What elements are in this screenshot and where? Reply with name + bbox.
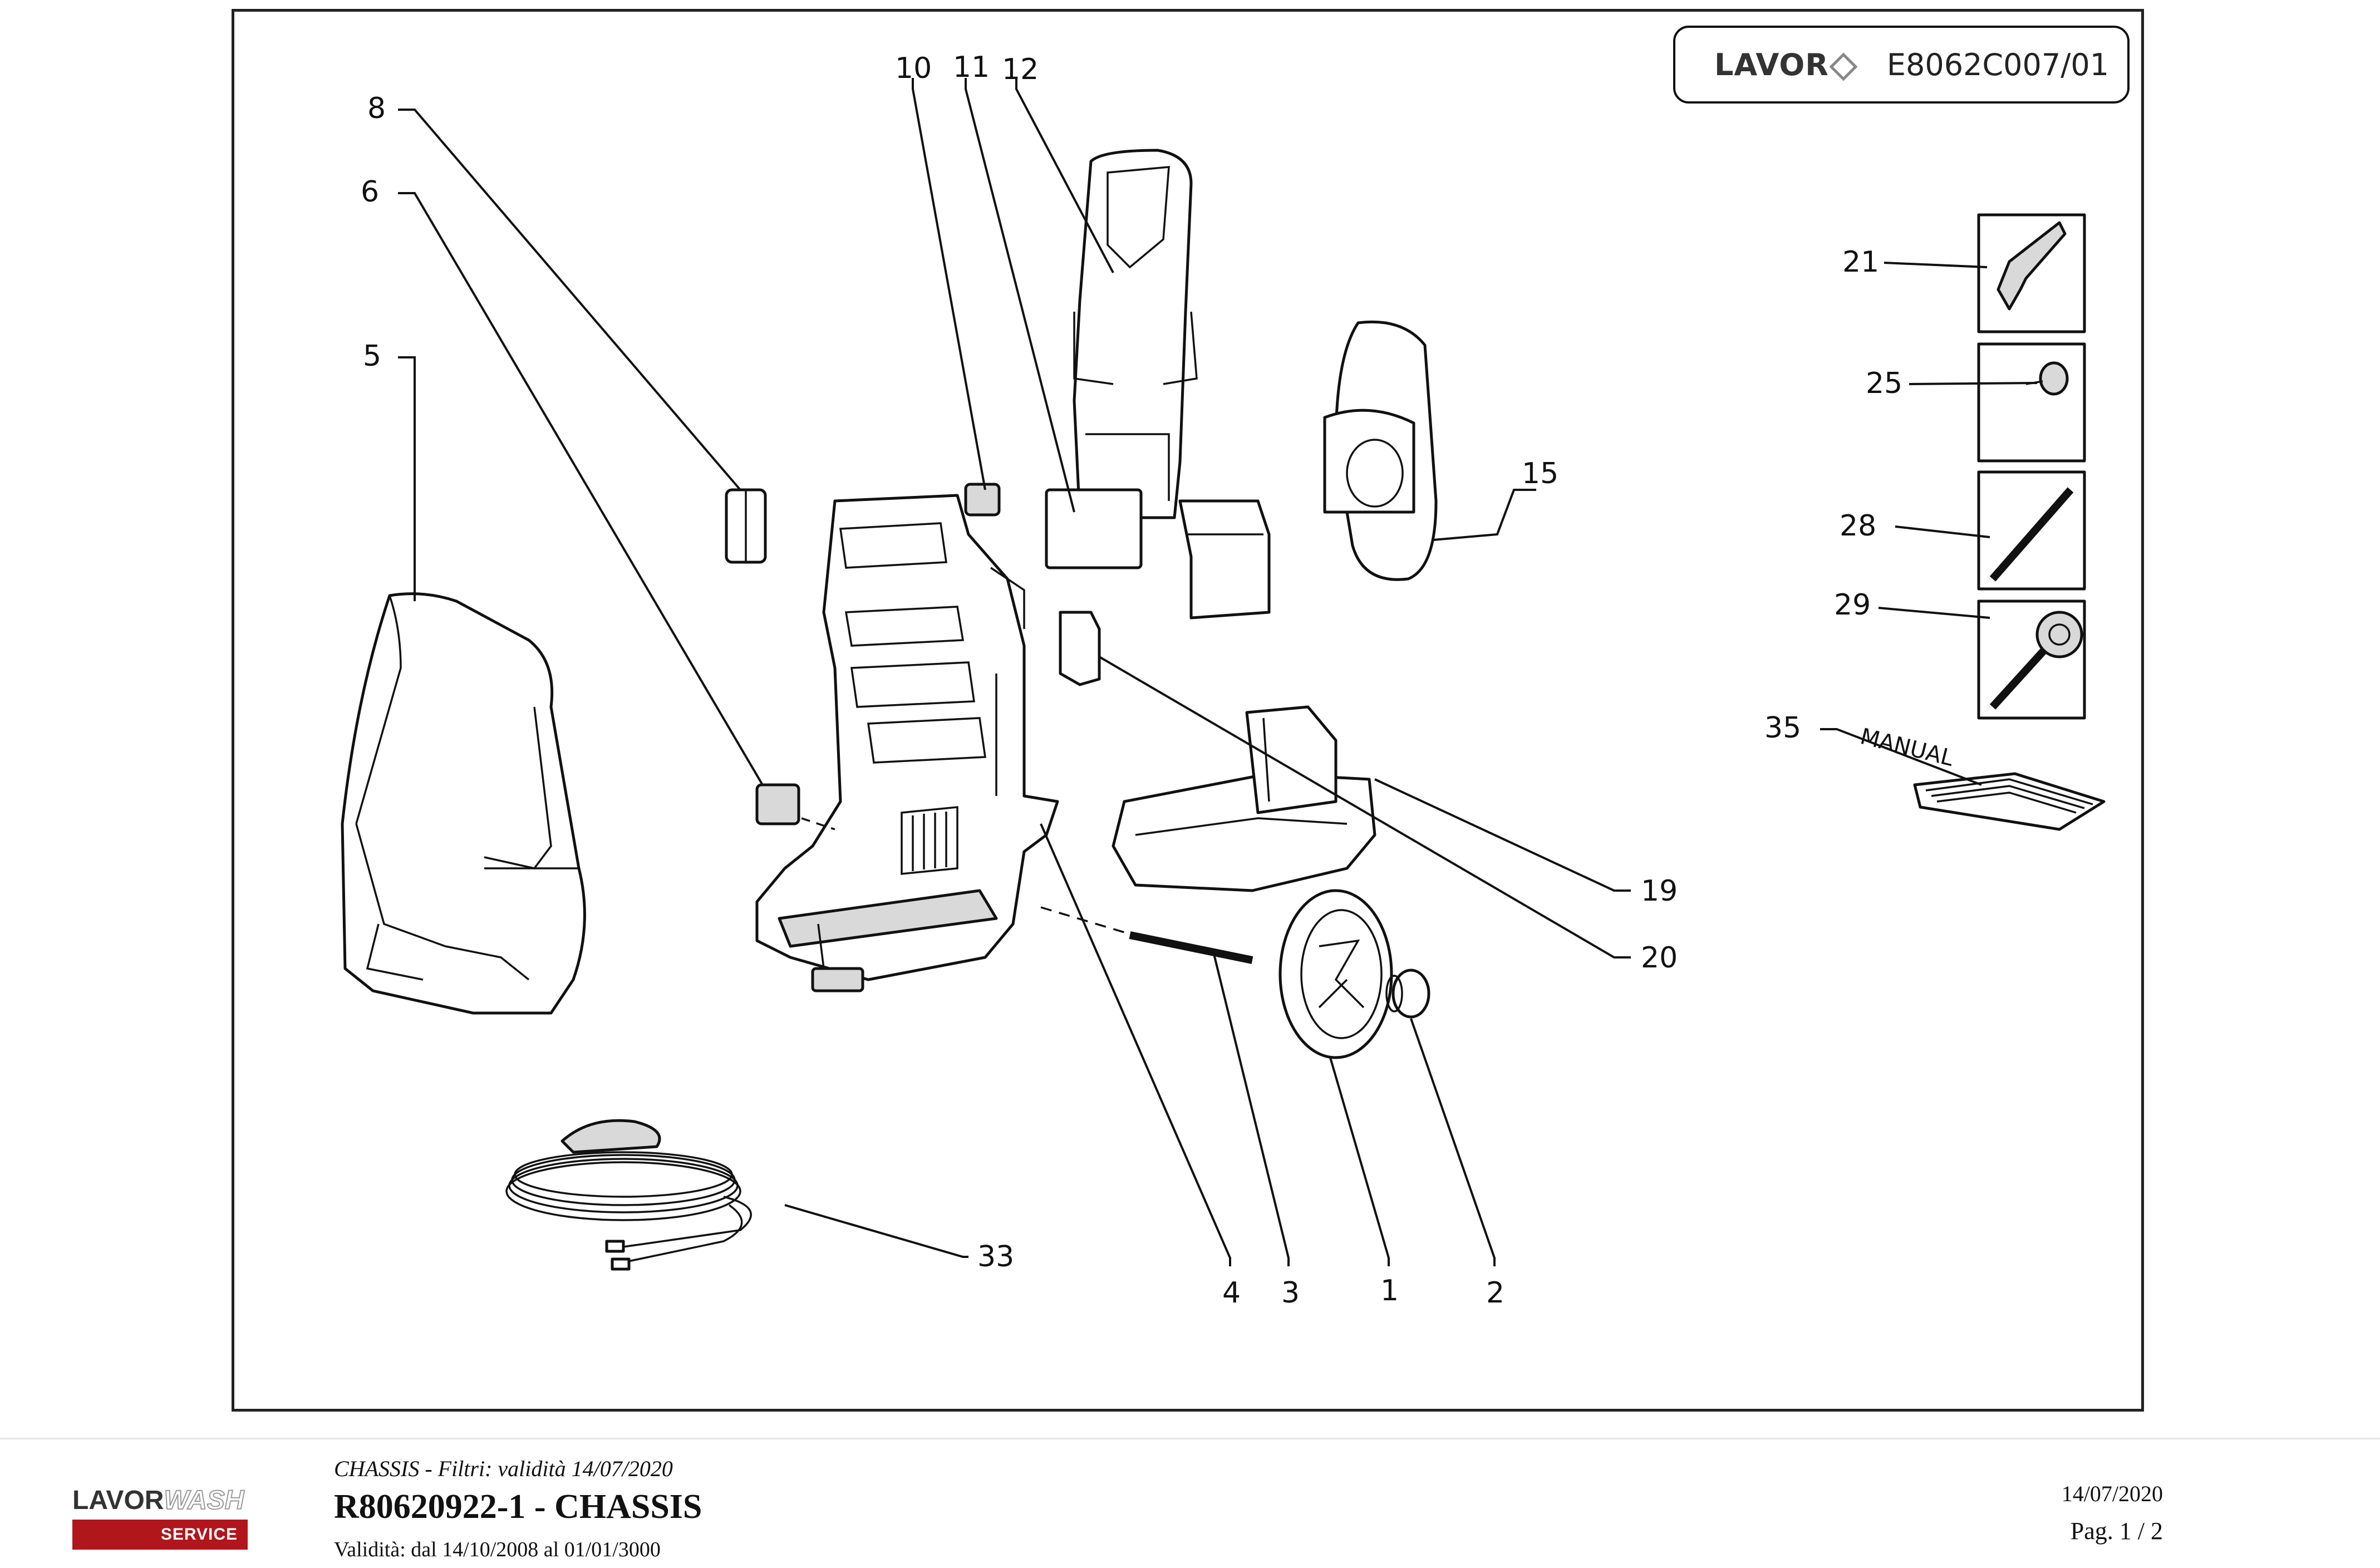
part-6-clip bbox=[755, 783, 800, 825]
footer-date: 14/07/2020 bbox=[2061, 1481, 2163, 1506]
part-12-handle bbox=[1045, 149, 1198, 569]
leader-lines bbox=[398, 78, 2038, 1266]
drawing-code: E8062C007/01 bbox=[1886, 47, 2109, 82]
part-3-axle bbox=[1129, 931, 1253, 964]
document-title: R80620922-1 - CHASSIS bbox=[334, 1488, 702, 1526]
part-10-connector bbox=[964, 483, 1001, 517]
callout-19: 19 bbox=[1641, 874, 1678, 908]
callout-20: 20 bbox=[1641, 941, 1678, 975]
callout-3: 3 bbox=[1281, 1276, 1300, 1310]
callout-25: 25 bbox=[1866, 367, 1902, 400]
callout-4: 4 bbox=[1222, 1276, 1241, 1310]
brand-logo: LAVOR bbox=[1714, 47, 1858, 82]
callout-21: 21 bbox=[1842, 245, 1879, 279]
validity-line: Validità: dal 14/10/2008 al 01/01/3000 bbox=[334, 1538, 661, 1561]
drawing-title-block: LAVOR E8062C007/01 bbox=[1673, 26, 2130, 104]
exploded-parts-diagram: MANUAL 8 6 5 10 11 12 15 19 20 21 25 28 … bbox=[341, 51, 2106, 1310]
callout-8: 8 bbox=[367, 92, 386, 125]
part-1-wheel bbox=[1278, 889, 1393, 1059]
callout-10: 10 bbox=[895, 52, 932, 85]
callout-33: 33 bbox=[977, 1240, 1014, 1274]
callout-35: 35 bbox=[1764, 711, 1801, 745]
drawing-frame bbox=[232, 9, 2144, 1412]
footer-separator bbox=[0, 1438, 2380, 1439]
lavorwash-service-logo: LAVORWASH SERVICE bbox=[72, 1485, 248, 1557]
callout-5: 5 bbox=[363, 340, 381, 373]
callout-2: 2 bbox=[1486, 1276, 1504, 1310]
main-chassis-frame bbox=[755, 494, 1059, 992]
callout-12: 12 bbox=[1002, 53, 1039, 86]
part-8-holder bbox=[725, 488, 767, 564]
manual-label: MANUAL bbox=[1858, 724, 1956, 771]
part-11-bracket bbox=[1178, 499, 1271, 620]
diamond-icon bbox=[1829, 52, 1858, 81]
part-28-lance-box bbox=[1977, 470, 2086, 591]
part-29-rotary-lance-box bbox=[1977, 599, 2086, 720]
part-25-nozzle-box bbox=[1977, 342, 2086, 463]
callout-6: 6 bbox=[361, 175, 379, 209]
callout-29: 29 bbox=[1834, 588, 1871, 622]
part-19-base bbox=[1112, 705, 1376, 892]
part-5-side-cover bbox=[341, 592, 586, 1015]
part-33-power-cable bbox=[505, 1119, 752, 1271]
callout-28: 28 bbox=[1840, 509, 1876, 543]
callout-15: 15 bbox=[1522, 457, 1558, 490]
part-2-knob bbox=[1385, 969, 1430, 1019]
part-21-spray-gun-box bbox=[1977, 213, 2086, 333]
callout-1: 1 bbox=[1380, 1274, 1399, 1308]
filter-line: CHASSIS - Filtri: validità 14/07/2020 bbox=[334, 1456, 673, 1481]
part-20-hook bbox=[1059, 611, 1101, 686]
part-15-cord-holder bbox=[1323, 320, 1438, 581]
page-indicator: Pag. 1 / 2 bbox=[2070, 1517, 2163, 1545]
callout-11: 11 bbox=[953, 51, 990, 84]
part-35-manual bbox=[1913, 772, 2106, 831]
